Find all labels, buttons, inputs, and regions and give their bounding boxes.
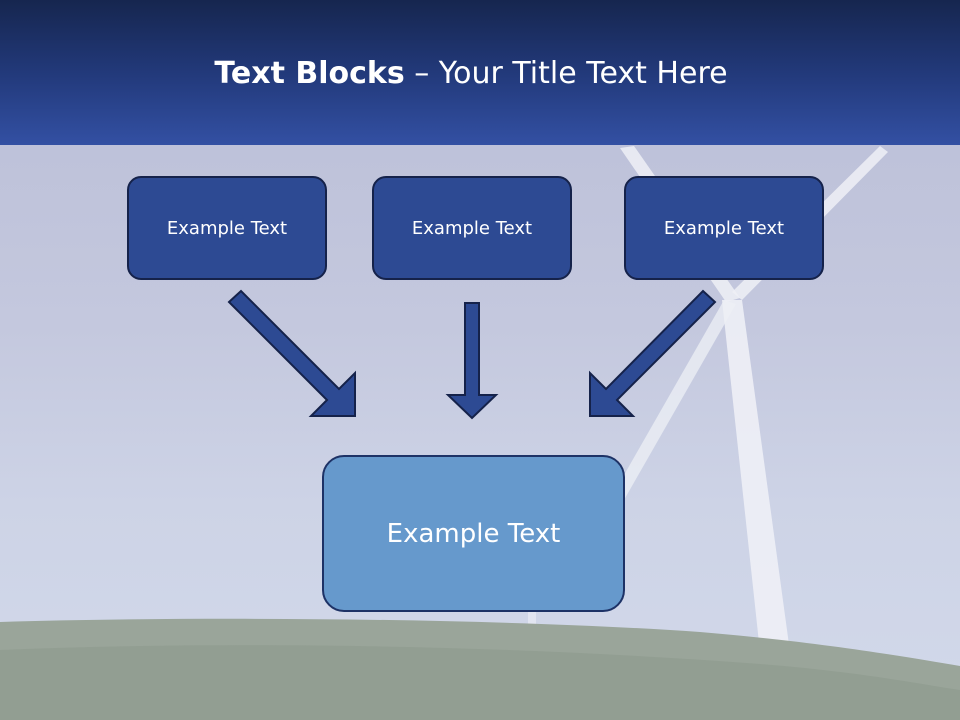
top-text-block-left-label: Example Text (166, 217, 288, 239)
arrow-left-diagonal (227, 289, 356, 417)
top-text-block-left[interactable]: Example Text (127, 176, 327, 280)
slide-title: Text Blocks – Your Title Text Here (0, 54, 942, 94)
top-text-block-center-label: Example Text (411, 217, 533, 239)
title-bar: Text Blocks – Your Title Text Here (0, 0, 960, 145)
turbine-blade-down (612, 300, 736, 500)
top-text-block-right[interactable]: Example Text (624, 176, 824, 280)
top-text-block-center[interactable]: Example Text (372, 176, 572, 280)
arrow-center-down (445, 302, 499, 420)
title-bold: Text Blocks (214, 56, 405, 91)
title-rest: – Your Title Text Here (404, 56, 728, 91)
bottom-text-block-label: Example Text (386, 518, 561, 549)
turbine-tower (722, 300, 790, 652)
arrow-right-diagonal (589, 289, 717, 417)
grass-texture (0, 645, 960, 720)
bottom-text-block[interactable]: Example Text (322, 455, 625, 612)
top-text-block-right-label: Example Text (663, 217, 785, 239)
